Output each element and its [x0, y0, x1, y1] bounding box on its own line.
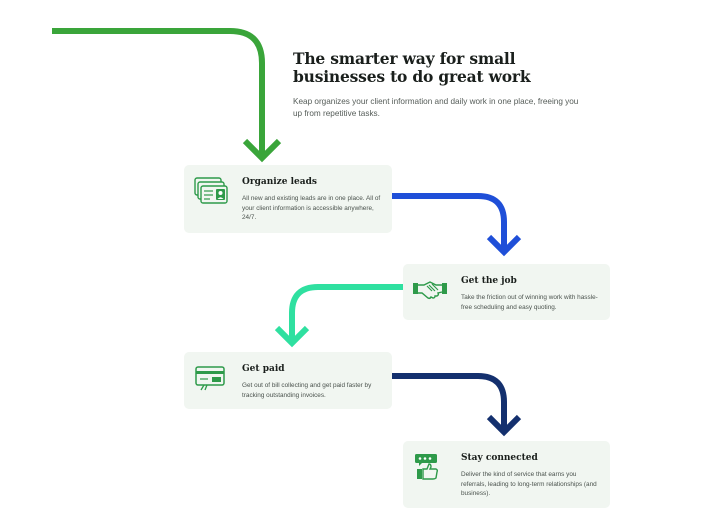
page-subtitle: Keap organizes your client information a…	[293, 97, 579, 118]
step-description: Take the friction out of winning work wi…	[461, 294, 598, 311]
step-description: Deliver the kind of service that earns y…	[461, 471, 597, 497]
step-card-organize-leads: Organize leads All new and existing lead…	[184, 165, 392, 233]
hero-section: The smarter way for small businesses to …	[293, 50, 593, 120]
step-card-get-the-job: Get the job Take the friction out of win…	[403, 264, 610, 320]
step-description: All new and existing leads are in one pl…	[242, 195, 381, 221]
contact-cards-icon	[194, 177, 228, 204]
page-title: The smarter way for small businesses to …	[293, 49, 531, 86]
green-flow-arrow	[52, 28, 282, 163]
credit-card-icon	[195, 366, 225, 391]
step-description: Get out of bill collecting and get paid …	[242, 382, 372, 399]
step-card-get-paid: Get paid Get out of bill collecting and …	[184, 352, 392, 409]
mint-flow-arrow	[274, 284, 403, 348]
navy-flow-arrow	[392, 373, 522, 437]
handshake-icon	[413, 281, 447, 300]
step-card-stay-connected: Stay connected Deliver the kind of servi…	[403, 441, 610, 508]
step-title: Get the job	[461, 276, 517, 286]
thumbs-up-review-icon	[415, 454, 439, 480]
blue-flow-arrow	[392, 193, 522, 257]
step-title: Organize leads	[242, 177, 317, 187]
step-title: Stay connected	[461, 453, 538, 463]
step-title: Get paid	[242, 364, 285, 374]
